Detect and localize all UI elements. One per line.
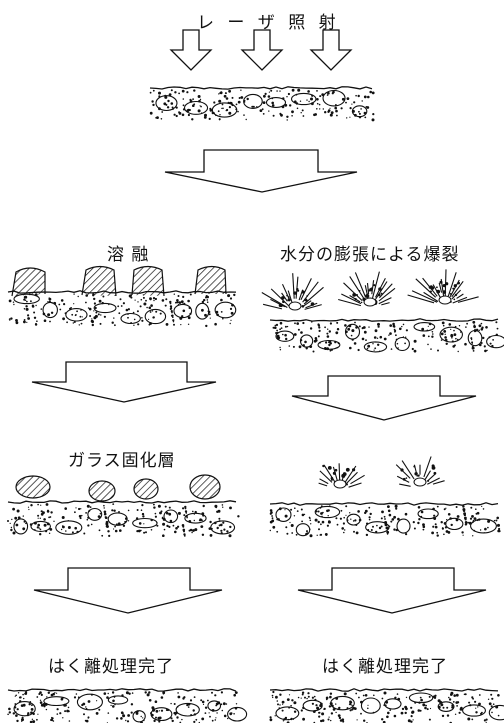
glass-pellet — [88, 480, 116, 502]
process-arrow-left-1 — [31, 361, 217, 403]
laser-arrow-1 — [169, 29, 213, 71]
aggregate-stone — [462, 704, 486, 717]
concrete-cross-section-complete-right — [269, 688, 504, 723]
laser-arrows — [169, 29, 353, 71]
aggregate-stone — [413, 322, 436, 332]
melted-bump — [81, 265, 117, 297]
aggregate-stone — [394, 336, 410, 352]
aggregate-stone — [275, 507, 292, 522]
process-arrow-right-1 — [291, 375, 477, 421]
water-expansion-burst-label: 水分の膨張による爆裂 — [280, 245, 460, 265]
aggregate-stone — [155, 95, 178, 112]
peeling-complete-label-right: はく離処理完了 — [322, 657, 448, 677]
aggregate-stone — [396, 518, 411, 534]
concrete-cross-section-top — [149, 86, 375, 122]
melted-bump — [194, 265, 227, 295]
aggregate-stone — [265, 97, 287, 108]
melting-label: 溶 融 — [107, 245, 150, 265]
laser-arrow-2 — [240, 29, 284, 71]
glass-pellet — [133, 478, 159, 500]
aggregate-stone — [227, 706, 248, 722]
aggregate-stone — [107, 695, 129, 705]
aggregate-stone — [346, 513, 361, 526]
aggregate-stone — [132, 517, 158, 529]
glass-pellet — [15, 475, 51, 499]
aggregate-stone — [290, 92, 317, 106]
concrete-cross-section-complete-left — [7, 688, 248, 723]
aggregate-stone — [360, 697, 381, 714]
melted-bump — [131, 265, 165, 297]
aggregate-stone — [175, 702, 200, 717]
laser-arrow-3 — [309, 29, 353, 71]
aggregate-stone — [210, 520, 236, 535]
aggregate-stone — [384, 698, 402, 710]
aggregate-stone — [183, 100, 209, 115]
concrete-cross-section-after-burst — [269, 502, 501, 538]
burst-sprays — [261, 269, 479, 489]
aggregate-stone — [42, 301, 58, 319]
aggregate-stone — [488, 704, 504, 721]
aggregate-stone — [243, 93, 263, 109]
glass-pellet — [189, 474, 221, 500]
peeling-complete-label-left: はく離処理完了 — [48, 657, 174, 677]
aggregate-stone — [120, 312, 141, 325]
process-arrows — [31, 149, 487, 614]
diagram-title: レ ー ザ 照 射 — [197, 13, 340, 33]
glass-pellets — [15, 474, 221, 502]
concrete-cross-section-glass-layer — [7, 500, 240, 538]
aggregate-stone — [214, 301, 237, 319]
aggregate-stone — [470, 518, 497, 534]
aggregate-stone — [467, 329, 483, 347]
melted-bump — [11, 267, 46, 297]
aggregate-stone — [107, 512, 128, 526]
process-arrow-left-2 — [33, 567, 223, 614]
concrete-cross-section-melting — [7, 290, 237, 328]
melted-bumps — [11, 265, 227, 297]
aggregate-stone — [93, 302, 117, 314]
aggregate-stone — [275, 706, 300, 721]
aggregate-stone — [13, 518, 29, 535]
process-arrow-right-2 — [297, 567, 487, 614]
process-arrow-top — [164, 149, 358, 193]
glass-solidified-layer-label: ガラス固化層 — [68, 451, 176, 471]
concrete-cross-section-burst — [269, 318, 504, 353]
aggregate-stone — [445, 517, 464, 531]
